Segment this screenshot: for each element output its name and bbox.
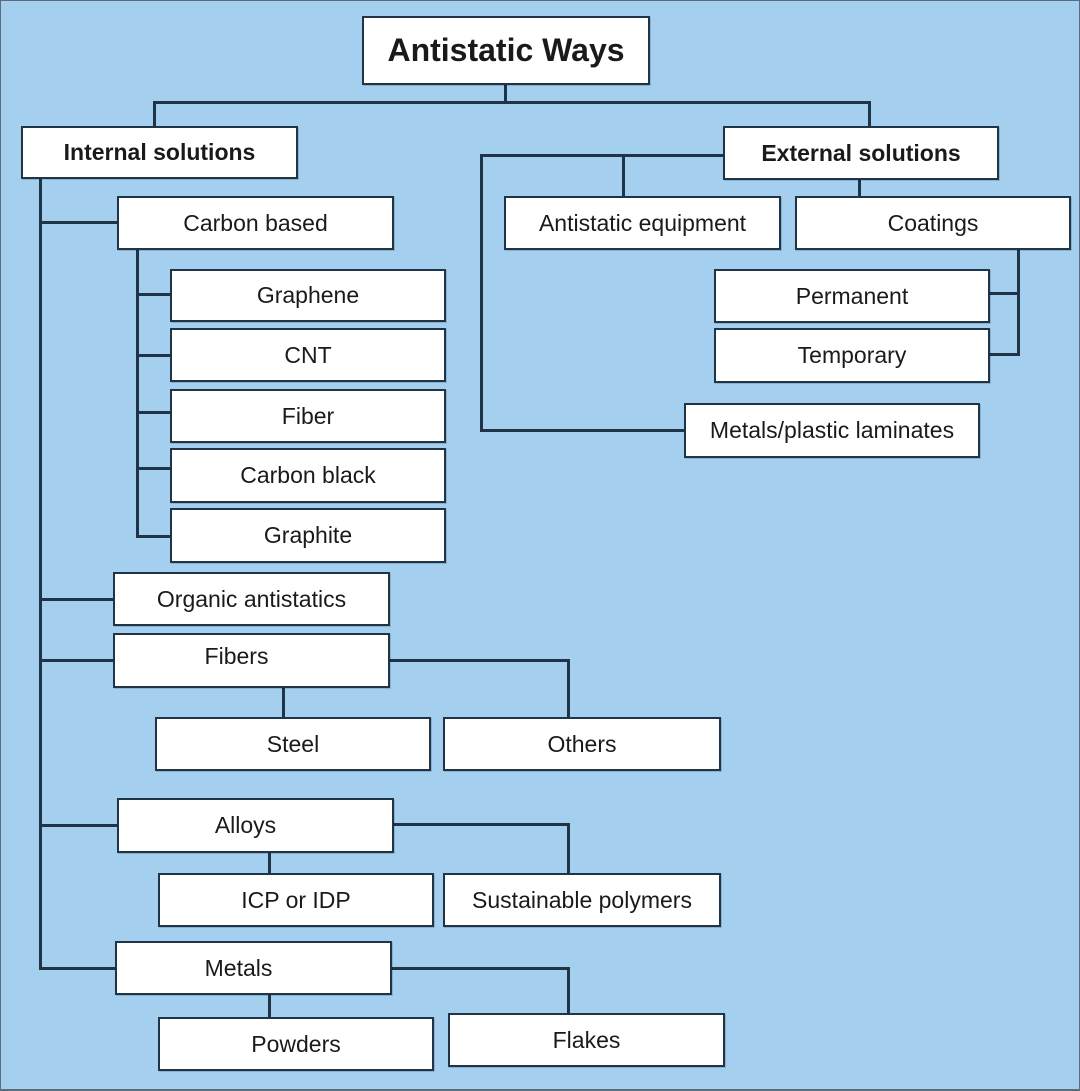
connector (567, 967, 570, 1015)
steel-label: Steel (266, 730, 320, 757)
connector (39, 221, 119, 224)
sustainable-polymers-node: Sustainable polymers (443, 873, 721, 927)
alloys-label: Alloys (214, 812, 277, 838)
metals-node: Metals (115, 941, 392, 995)
temporary-label: Temporary (797, 342, 907, 368)
connector (153, 101, 871, 104)
internal-solutions-label: Internal solutions (63, 139, 256, 165)
permanent-node: Permanent (714, 269, 990, 323)
connector (567, 823, 570, 875)
connector (136, 467, 172, 470)
cnt-label: CNT (284, 341, 332, 368)
carbon-based-node: Carbon based (117, 196, 394, 250)
others-node: Others (443, 717, 721, 771)
organic-antistatics-label: Organic antistatics (156, 585, 347, 612)
metals-label: Metals (204, 954, 273, 981)
connector (153, 101, 156, 127)
connector (282, 686, 285, 719)
connector (480, 154, 725, 157)
alloys-node: Alloys (117, 798, 394, 853)
graphite-node: Graphite (170, 508, 446, 563)
connector (136, 248, 139, 537)
coatings-node: Coatings (795, 196, 1071, 250)
connector (39, 177, 42, 969)
icp-idp-node: ICP or IDP (158, 873, 434, 927)
connector (387, 659, 570, 662)
connector (136, 535, 172, 538)
carbon-based-label: Carbon based (183, 209, 328, 236)
powders-node: Powders (158, 1017, 434, 1071)
connector (622, 154, 625, 198)
fibers-label: Fibers (204, 643, 269, 669)
graphite-label: Graphite (263, 522, 353, 548)
fiber-node: Fiber (170, 389, 446, 443)
connector (39, 598, 115, 601)
connector (868, 101, 871, 127)
carbon-black-node: Carbon black (170, 448, 446, 503)
antistatic-equipment-label: Antistatic equipment (538, 209, 747, 236)
connector (389, 967, 570, 970)
powders-label: Powders (251, 1030, 341, 1057)
cnt-node: CNT (170, 328, 446, 382)
temporary-node: Temporary (714, 328, 990, 383)
connector (39, 824, 119, 827)
connector (1017, 248, 1020, 356)
carbon-black-label: Carbon black (240, 462, 376, 488)
others-label: Others (547, 730, 617, 757)
fiber-label: Fiber (281, 402, 335, 429)
root-label: Antistatic Ways (387, 32, 625, 68)
flakes-node: Flakes (448, 1013, 725, 1067)
connector (391, 823, 570, 826)
fibers-node: Fibers (113, 633, 390, 688)
external-solutions-label: External solutions (761, 139, 961, 166)
laminates-node: Metals/plastic laminates (684, 403, 980, 458)
external-solutions-node: External solutions (723, 126, 999, 180)
connector (39, 967, 117, 970)
connector (480, 429, 686, 432)
coatings-label: Coatings (887, 209, 979, 236)
connector (988, 353, 1020, 356)
connector (504, 83, 507, 103)
connector (136, 354, 172, 357)
steel-node: Steel (155, 717, 431, 771)
root-node: Antistatic Ways (362, 16, 650, 85)
connector (567, 659, 570, 719)
connector (268, 993, 271, 1019)
graphene-node: Graphene (170, 269, 446, 322)
icp-idp-label: ICP or IDP (241, 886, 351, 913)
antistatic-equipment-node: Antistatic equipment (504, 196, 781, 250)
internal-solutions-node: Internal solutions (21, 126, 298, 179)
flakes-label: Flakes (552, 1026, 621, 1053)
connector (988, 292, 1020, 295)
sustainable-polymers-label: Sustainable polymers (472, 886, 692, 913)
connector (480, 154, 483, 432)
connector (136, 411, 172, 414)
connector (39, 659, 115, 662)
connector (858, 177, 861, 198)
connector (268, 851, 271, 875)
laminates-label: Metals/plastic laminates (709, 417, 955, 443)
connector (136, 293, 172, 296)
organic-antistatics-node: Organic antistatics (113, 572, 390, 626)
graphene-label: Graphene (256, 282, 360, 308)
permanent-label: Permanent (795, 282, 909, 309)
